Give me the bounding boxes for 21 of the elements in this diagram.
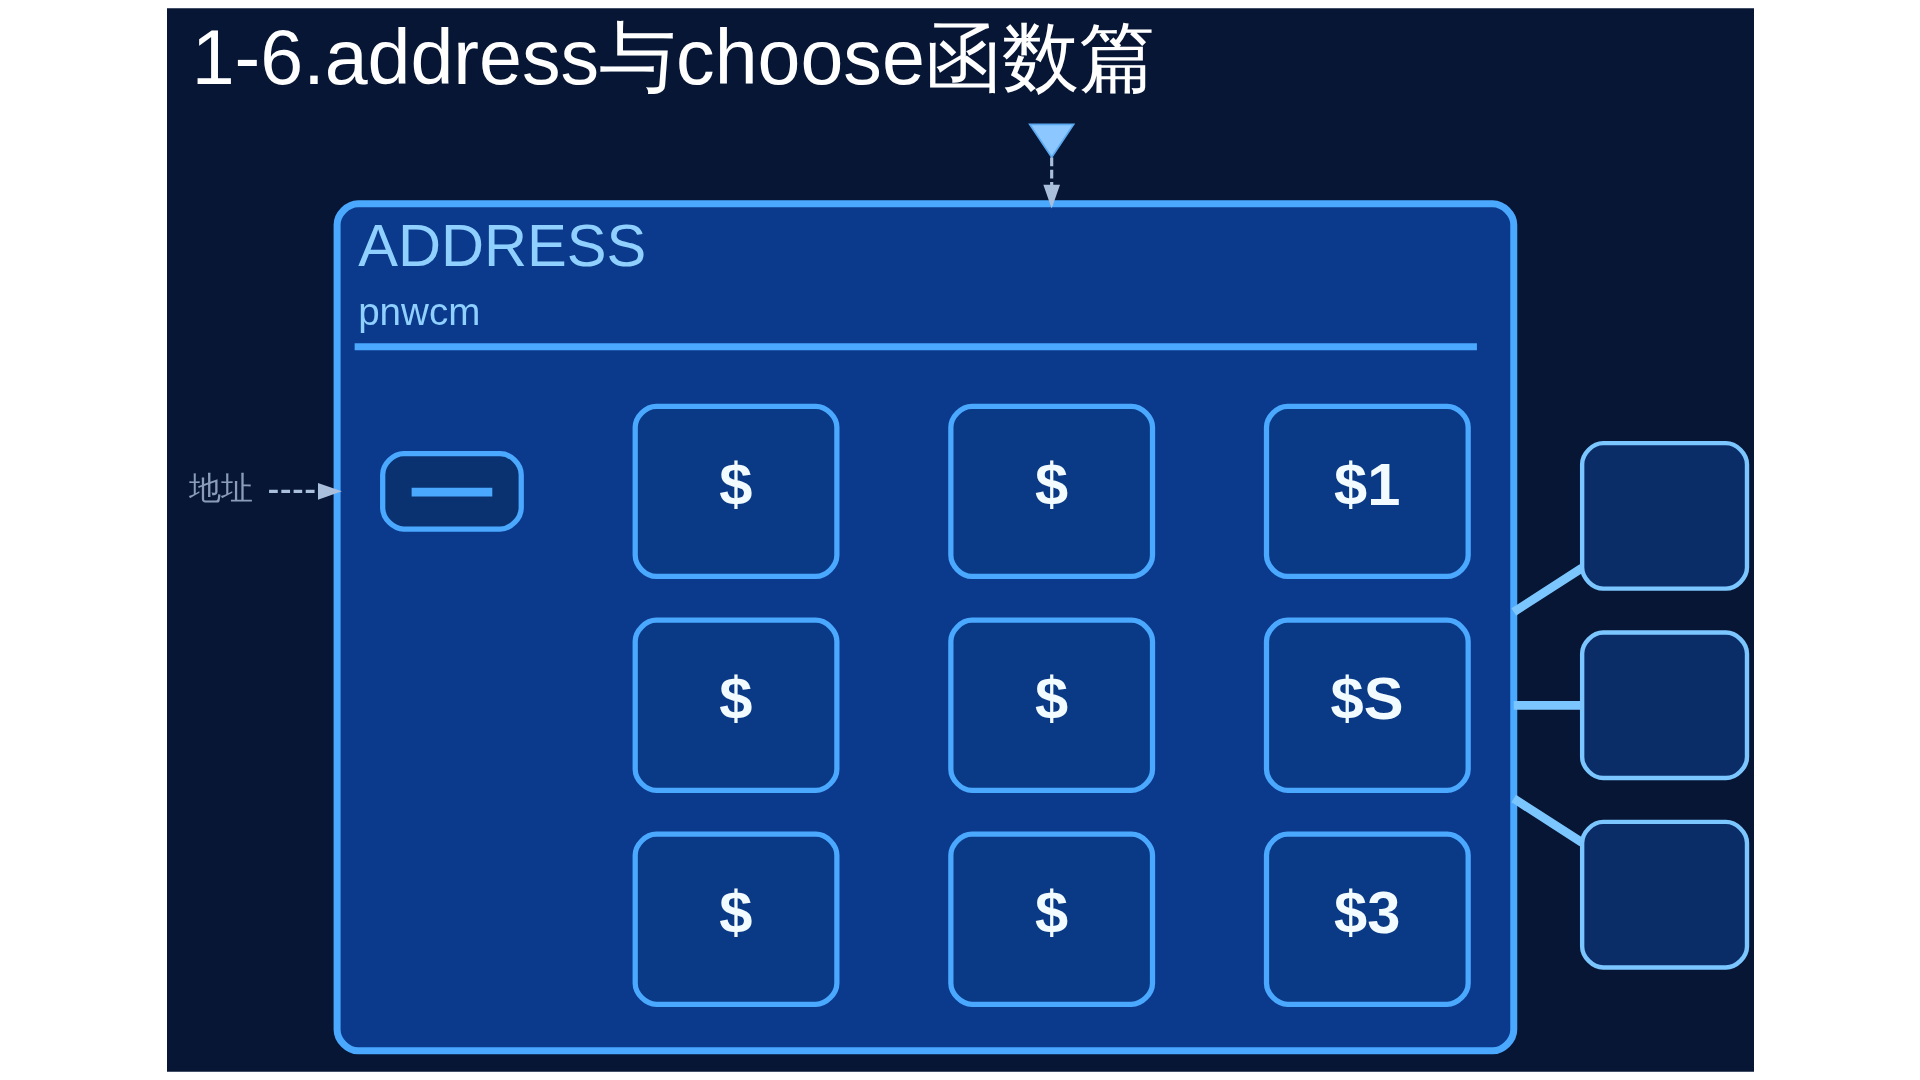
arrow — [1042, 157, 1060, 209]
node-box — [1579, 630, 1749, 781]
node-box — [379, 451, 524, 532]
node-box: $S — [1263, 617, 1471, 793]
node-box: $ — [632, 617, 839, 793]
node-box — [1579, 440, 1749, 591]
node-box: $ — [947, 831, 1155, 1007]
connector — [1510, 794, 1584, 847]
node-box: $ — [947, 403, 1155, 579]
node-pin — [1027, 123, 1075, 159]
node-box: $ — [632, 831, 839, 1007]
node-box: $3 — [1263, 831, 1471, 1007]
node-box: $1 — [1263, 403, 1471, 579]
arrow — [268, 482, 342, 500]
node-box: $ — [632, 403, 839, 579]
node-box: $ — [947, 617, 1155, 793]
node-text: 地址 — [188, 470, 253, 507]
connector — [1510, 564, 1584, 616]
connector — [1513, 700, 1582, 710]
diagram-title: 1-6.address与choose函数篇 — [191, 13, 1156, 100]
node-box — [1579, 819, 1749, 970]
